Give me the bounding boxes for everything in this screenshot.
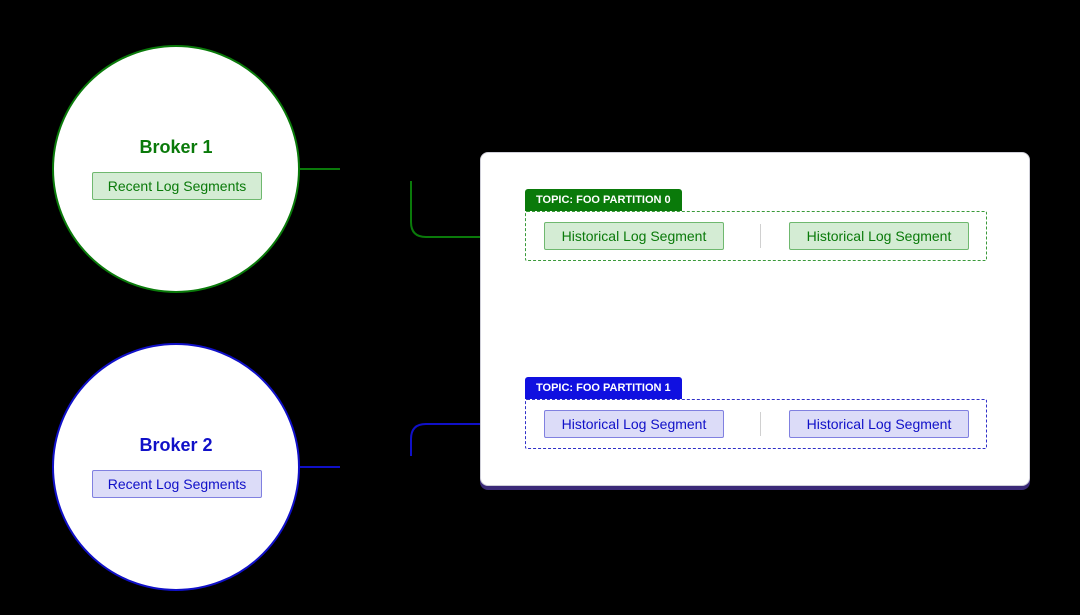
broker-2-to-partition-1-arrow [410, 419, 523, 456]
broker-1-title: Broker 1 [139, 137, 213, 157]
broker-1-recent-log-segments: Recent Log Segments [92, 172, 262, 200]
broker-2-title: Broker 2 [139, 435, 213, 455]
broker-1-node: Broker 1 Recent Log Segments [52, 45, 300, 293]
broker-2-recent-log-segments: Recent Log Segments [92, 470, 262, 498]
remote-storage-panel: TOPIC: FOO PARTITION 0 Historical Log Se… [480, 152, 1030, 486]
partition-1-divider [760, 412, 761, 436]
broker-1-to-partition-0-arrow [410, 181, 523, 242]
partition-1-tag: TOPIC: FOO PARTITION 1 [525, 377, 682, 399]
partition-1-historical-segment-2: Historical Log Segment [789, 410, 969, 438]
partition-0-divider [760, 224, 761, 248]
partition-1-historical-segment-1: Historical Log Segment [544, 410, 724, 438]
partition-0-container: Historical Log Segment Historical Log Se… [525, 211, 987, 261]
broker-2-node: Broker 2 Recent Log Segments [52, 343, 300, 591]
partition-1-container: Historical Log Segment Historical Log Se… [525, 399, 987, 449]
partition-0-tag: TOPIC: FOO PARTITION 0 [525, 189, 682, 211]
partition-0-historical-segment-2: Historical Log Segment [789, 222, 969, 250]
partition-0-historical-segment-1: Historical Log Segment [544, 222, 724, 250]
